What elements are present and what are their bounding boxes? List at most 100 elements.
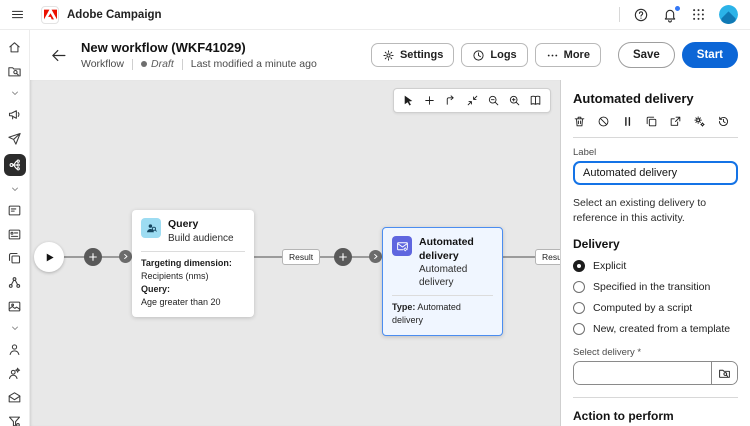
last-modified-label: Last modified a minute ago — [190, 58, 317, 70]
landing-pages-icon[interactable] — [6, 298, 23, 315]
radio-specified-in-transition[interactable]: Specified in the transition — [573, 281, 738, 294]
radio-new-from-template[interactable]: New, created from a template — [573, 323, 738, 336]
delete-icon[interactable] — [573, 115, 586, 128]
transition-tool-icon[interactable] — [444, 94, 457, 107]
zoom-out-icon[interactable] — [487, 94, 500, 107]
workflows-icon-active[interactable] — [3, 154, 26, 176]
history-icon[interactable] — [717, 115, 730, 128]
templates-icon[interactable] — [6, 202, 23, 219]
radio-dot — [573, 323, 585, 336]
notifications-icon[interactable] — [662, 4, 681, 23]
workflow-canvas[interactable]: Query Build audience Targeting dimension… — [30, 80, 560, 426]
divider — [131, 58, 133, 70]
start-node[interactable] — [34, 242, 64, 272]
page-title: New workflow (WKF41029) — [81, 40, 246, 55]
audiences-icon[interactable] — [6, 365, 23, 382]
fit-view-icon[interactable] — [466, 94, 479, 107]
play-icon — [46, 253, 54, 261]
select-tool-icon[interactable] — [402, 94, 415, 107]
start-button[interactable]: Start — [681, 42, 738, 68]
node-subtitle: Automated delivery — [419, 264, 468, 289]
select-delivery-label: Select delivery * — [573, 347, 642, 359]
settings-button[interactable]: Settings — [370, 43, 455, 67]
select-delivery-field — [573, 361, 738, 386]
adobe-logo — [41, 5, 59, 24]
logs-button[interactable]: Logs — [461, 43, 528, 67]
pause-icon[interactable] — [621, 115, 634, 128]
add-activity-node[interactable] — [84, 248, 102, 266]
more-dots-icon — [547, 54, 557, 56]
required-marker: * — [637, 347, 642, 359]
menu-icon[interactable] — [10, 7, 25, 22]
duplicate-icon[interactable] — [645, 115, 658, 128]
label-input[interactable] — [573, 161, 738, 185]
transition-label[interactable]: Result — [282, 249, 321, 265]
gear-icon — [383, 49, 394, 61]
notification-badge — [674, 4, 681, 12]
help-icon[interactable] — [633, 7, 649, 23]
breadcrumb: Workflow Draft Last modified a minute ag… — [81, 58, 317, 70]
open-delivery-icon[interactable] — [669, 115, 682, 128]
automated-delivery-node[interactable]: Automated delivery Automated delivery Ty… — [382, 227, 503, 337]
query-node[interactable]: Query Build audience Targeting dimension… — [132, 210, 254, 317]
add-activity-icon[interactable] — [423, 94, 436, 107]
apps-icon[interactable] — [691, 7, 706, 22]
radio-dot — [573, 302, 585, 315]
activity-properties-panel: Automated delivery — [560, 80, 750, 426]
avatar[interactable] — [719, 5, 738, 24]
profiles-icon[interactable] — [6, 341, 23, 358]
pages-icon[interactable] — [6, 226, 23, 243]
brand: Adobe Campaign — [41, 5, 162, 24]
divider — [573, 397, 738, 399]
browse-deliveries-icon[interactable] — [711, 362, 737, 385]
save-button[interactable]: Save — [617, 42, 675, 68]
divider — [141, 250, 245, 252]
select-delivery-input[interactable] — [574, 362, 711, 385]
more-button[interactable]: More — [534, 43, 601, 67]
delivery-section-heading: Delivery — [573, 237, 620, 252]
status-badge: Draft — [140, 58, 174, 70]
deliveries-icon[interactable] — [6, 130, 23, 147]
node-title: Automated delivery — [419, 236, 474, 262]
left-nav-rail — [0, 30, 30, 426]
workflow-header: New workflow (WKF41029) Workflow Draft L… — [30, 30, 750, 80]
app-name: Adobe Campaign — [67, 8, 162, 21]
panel-description: Select an existing delivery to reference… — [573, 197, 707, 225]
radio-dot — [573, 260, 585, 273]
divider — [181, 58, 183, 70]
radio-explicit[interactable]: Explicit — [573, 260, 738, 273]
divider — [573, 137, 738, 138]
panel-title: Automated delivery — [573, 91, 694, 106]
radio-computed-by-script[interactable]: Computed by a script — [573, 302, 738, 315]
panel-toolbar — [573, 115, 738, 128]
explorer-icon[interactable] — [6, 63, 23, 80]
node-subtitle: Build audience — [168, 232, 234, 244]
node-details: Type: Automated delivery — [392, 302, 461, 326]
back-arrow-icon[interactable] — [50, 47, 67, 64]
transition-label[interactable]: Result — [535, 249, 560, 265]
chevron-down-icon[interactable] — [6, 322, 23, 334]
query-activity-icon — [141, 218, 161, 238]
add-activity-node[interactable] — [334, 248, 352, 266]
campaigns-icon[interactable] — [6, 106, 23, 123]
chevron-down-icon[interactable] — [6, 183, 23, 195]
advanced-settings-icon[interactable] — [693, 115, 706, 128]
disable-icon[interactable] — [597, 115, 610, 128]
action-section-heading: Action to perform — [573, 409, 674, 424]
overview-map-icon[interactable] — [529, 94, 542, 107]
object-type-label: Workflow — [81, 58, 124, 70]
filters-icon[interactable] — [6, 413, 23, 426]
collapse-chevron[interactable] — [119, 250, 132, 263]
fragments-icon[interactable] — [6, 250, 23, 267]
content-icon[interactable] — [6, 274, 23, 291]
status-dot — [140, 61, 147, 67]
top-bar: Adobe Campaign — [0, 0, 750, 30]
divider — [619, 7, 620, 22]
node-details: Targeting dimension: Recipients (nms) Qu… — [141, 257, 232, 307]
home-icon[interactable] — [6, 39, 23, 56]
divider — [392, 295, 493, 297]
collapse-chevron[interactable] — [369, 250, 382, 263]
chevron-down-icon[interactable] — [6, 87, 23, 99]
subscriptions-icon[interactable] — [6, 389, 23, 406]
zoom-in-icon[interactable] — [508, 94, 521, 107]
